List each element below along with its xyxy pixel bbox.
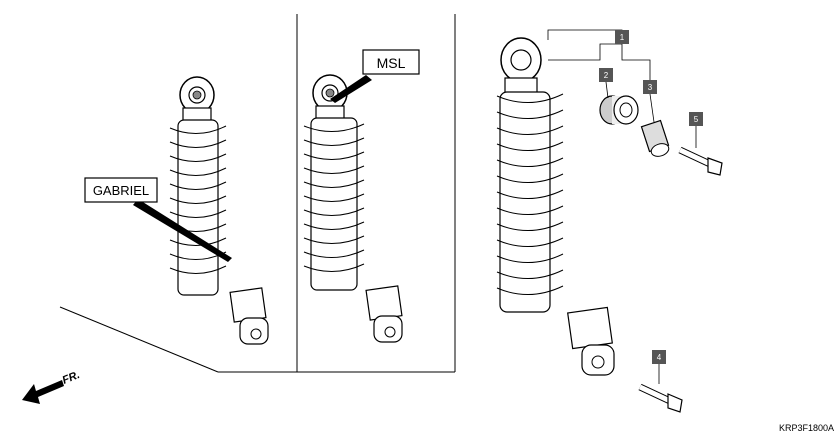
front-direction-arrow: FR. bbox=[22, 369, 82, 404]
svg-text:3: 3 bbox=[648, 83, 653, 92]
direction-label: FR. bbox=[61, 369, 82, 387]
shock-absorber-msl bbox=[303, 74, 403, 343]
gabriel-label: GABRIEL bbox=[93, 183, 149, 198]
msl-pointer bbox=[330, 75, 372, 103]
part-tag-5: 5 bbox=[689, 112, 703, 126]
svg-text:1: 1 bbox=[620, 33, 625, 42]
figure-code: KRP3F1800A bbox=[779, 423, 834, 433]
gabriel-callout: GABRIEL bbox=[84, 177, 158, 203]
shock-absorber-gabriel bbox=[169, 76, 269, 345]
arrow-icon bbox=[22, 380, 64, 404]
msl-callout: MSL bbox=[362, 49, 420, 75]
part-tag-1: 1 bbox=[615, 30, 629, 44]
part-5-bolt bbox=[678, 146, 723, 176]
part-4-bolt bbox=[638, 383, 683, 413]
gabriel-pointer bbox=[133, 199, 232, 262]
msl-label: MSL bbox=[377, 55, 406, 71]
svg-text:4: 4 bbox=[657, 353, 662, 362]
panel-frame bbox=[59, 14, 456, 373]
part-tag-3: 3 bbox=[643, 80, 657, 94]
svg-text:2: 2 bbox=[604, 71, 609, 80]
part-tag-4: 4 bbox=[652, 350, 666, 364]
shock-absorber-assembly bbox=[496, 37, 615, 376]
svg-text:5: 5 bbox=[694, 115, 699, 124]
part-2-bushing bbox=[599, 95, 639, 125]
part-3-collar bbox=[640, 119, 670, 157]
part-tag-2: 2 bbox=[599, 68, 613, 82]
